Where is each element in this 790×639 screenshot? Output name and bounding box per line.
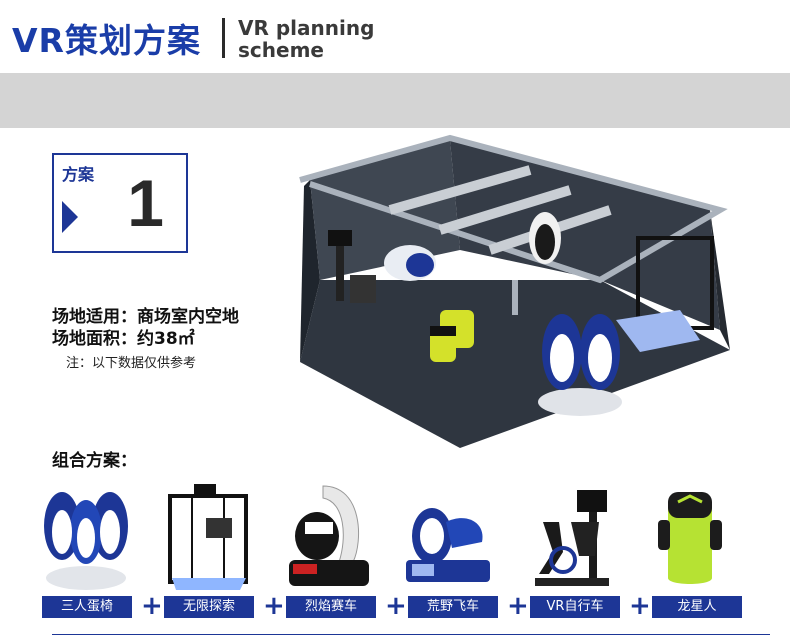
walking-platform-icon — [168, 484, 248, 590]
subtitle-line-2: scheme — [238, 38, 324, 62]
combo-item-label: 荒野飞车 — [408, 596, 498, 618]
egg-chair-icon — [44, 492, 128, 590]
plan-label: 方案 — [62, 165, 95, 184]
plus-icon: + — [263, 591, 285, 621]
combo-item-label: VR自行车 — [530, 596, 620, 618]
motorcycle-simulator-icon — [406, 508, 490, 582]
plus-icon: + — [629, 591, 651, 621]
plus-icon: + — [507, 591, 529, 621]
plan-number: 1 — [127, 166, 164, 240]
combo-item-label: 无限探索 — [164, 596, 254, 618]
subtitle-line-1: VR planning — [238, 16, 375, 40]
title-divider — [222, 18, 225, 58]
standing-pod-icon — [658, 492, 722, 584]
venue-info: 场地适用：商场室内空地 — [52, 307, 239, 327]
reference-note: 注：以下数据仅供参考 — [66, 356, 197, 371]
triangle-icon — [62, 201, 78, 233]
bottom-divider — [52, 634, 770, 635]
area-info: 场地面积：约38㎡ — [52, 329, 195, 349]
bike-simulator-icon — [535, 490, 609, 586]
combo-item-label: 烈焰赛车 — [286, 596, 376, 618]
plus-icon: + — [385, 591, 407, 621]
page-subtitle: VR planning scheme — [238, 17, 374, 61]
combo-title: 组合方案： — [52, 451, 137, 471]
combo-item-label: 龙星人 — [652, 596, 742, 618]
plus-icon: + — [141, 591, 163, 621]
racing-simulator-icon — [289, 485, 369, 586]
page-title: VR策划方案 — [12, 21, 201, 60]
header-band — [0, 73, 790, 128]
plan-card: 方案 1 — [52, 153, 188, 253]
combo-item-label: 三人蛋椅 — [42, 596, 132, 618]
room-layout-illustration — [299, 134, 730, 448]
